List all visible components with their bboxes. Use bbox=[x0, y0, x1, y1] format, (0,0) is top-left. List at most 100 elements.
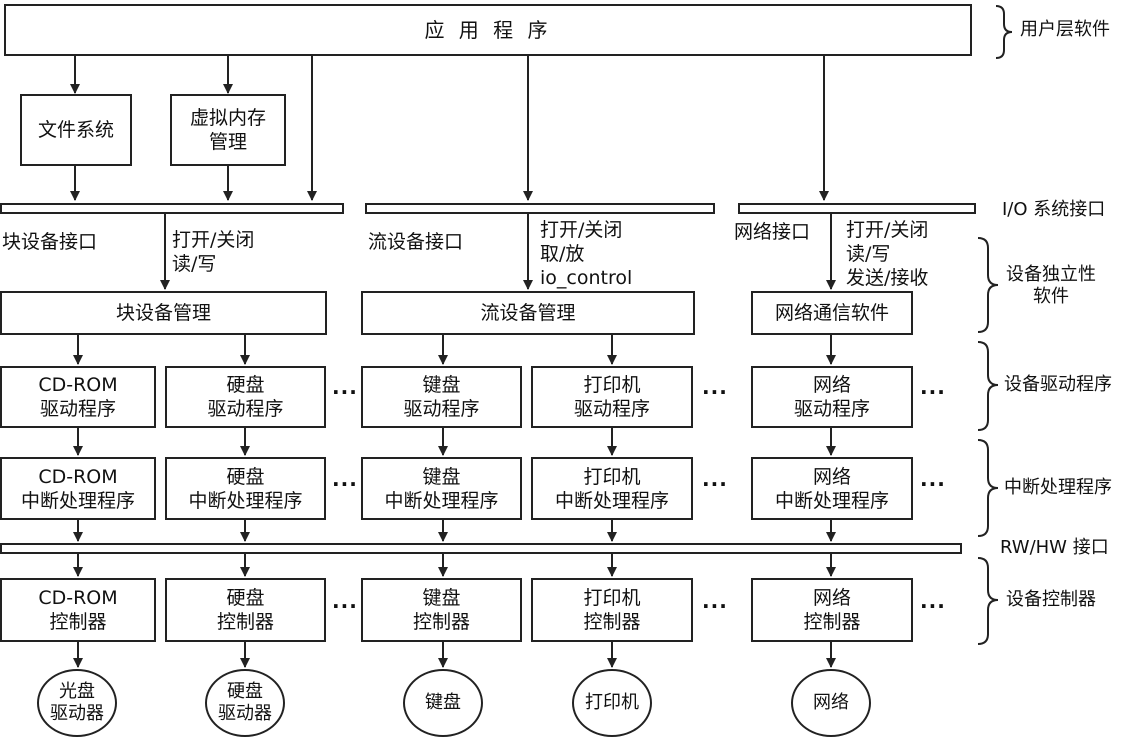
application-box: 应 用 程 序 bbox=[4, 4, 972, 56]
layer-io-system-interface: I/O 系统接口 bbox=[1002, 199, 1106, 220]
ellipsis-isr-2: ··· bbox=[702, 472, 728, 496]
layer-device-controller: 设备控制器 bbox=[1006, 589, 1096, 610]
stream-device-mgmt-label: 流设备管理 bbox=[480, 302, 576, 324]
device-optical-l2: 驱动器 bbox=[50, 703, 104, 724]
block-device-mgmt-label: 块设备管理 bbox=[115, 302, 211, 324]
brace-indep bbox=[977, 237, 999, 333]
isr-box-keyboard: 键盘 中断处理程序 bbox=[361, 457, 522, 520]
layer-device-independent: 设备独立性 软件 bbox=[1006, 264, 1096, 308]
isr-box-cdrom: CD-ROM 中断处理程序 bbox=[0, 457, 156, 520]
isr-cdrom-l1: CD-ROM bbox=[38, 465, 118, 488]
brace-ctrl bbox=[977, 557, 999, 645]
controller-box-keyboard: 键盘 控制器 bbox=[361, 578, 522, 642]
ellipsis-ctrl-3: ··· bbox=[920, 594, 946, 618]
stream-device-mgmt-box: 流设备管理 bbox=[361, 291, 695, 335]
controller-printer-l1: 打印机 bbox=[583, 587, 641, 609]
driver-hdd-l1: 硬盘 bbox=[226, 374, 265, 396]
stream-op-2: 取/放 bbox=[540, 243, 585, 265]
isr-keyboard-l2: 中断处理程序 bbox=[384, 489, 499, 512]
net-op-1: 打开/关闭 bbox=[846, 219, 929, 241]
device-hdd-l1: 硬盘 bbox=[227, 681, 263, 702]
file-system-box: 文件系统 bbox=[20, 94, 132, 166]
driver-printer-l1: 打印机 bbox=[583, 374, 641, 396]
device-keyboard-l1: 键盘 bbox=[425, 692, 461, 713]
ellipsis-driver-1: ··· bbox=[332, 380, 358, 404]
net-op-3: 发送/接收 bbox=[846, 267, 929, 289]
driver-cdrom-l1: CD-ROM bbox=[38, 374, 118, 396]
io-bar-net bbox=[738, 203, 976, 214]
isr-keyboard-l1: 键盘 bbox=[422, 465, 461, 488]
driver-network-l2: 驱动程序 bbox=[793, 398, 870, 420]
stream-op-1: 打开/关闭 bbox=[540, 219, 623, 241]
layer-indep-l2: 软件 bbox=[1033, 286, 1069, 307]
virtual-memory-box: 虚拟内存 管理 bbox=[170, 94, 286, 166]
isr-box-hdd: 硬盘 中断处理程序 bbox=[165, 457, 326, 520]
isr-box-printer: 打印机 中断处理程序 bbox=[531, 457, 693, 520]
isr-printer-l2: 中断处理程序 bbox=[554, 489, 669, 512]
controller-cdrom-l2: 控制器 bbox=[49, 611, 107, 633]
brace-isr bbox=[977, 439, 999, 537]
device-printer: 打印机 bbox=[572, 669, 652, 737]
isr-box-network: 网络 中断处理程序 bbox=[751, 457, 913, 520]
driver-box-cdrom: CD-ROM 驱动程序 bbox=[0, 366, 156, 428]
block-op-2: 读/写 bbox=[172, 253, 217, 275]
device-hdd-l2: 驱动器 bbox=[218, 703, 272, 724]
net-comm-software-box: 网络通信软件 bbox=[751, 291, 913, 335]
driver-hdd-l2: 驱动程序 bbox=[207, 398, 284, 420]
device-hard-drive: 硬盘 驱动器 bbox=[205, 669, 285, 737]
ellipsis-isr-3: ··· bbox=[920, 472, 946, 496]
controller-network-l2: 控制器 bbox=[803, 611, 861, 633]
device-printer-l1: 打印机 bbox=[585, 692, 639, 713]
layer-user-software: 用户层软件 bbox=[1020, 19, 1110, 40]
controller-box-hdd: 硬盘 控制器 bbox=[165, 578, 326, 642]
block-op-1: 打开/关闭 bbox=[172, 229, 255, 251]
controller-network-l1: 网络 bbox=[812, 587, 851, 609]
net-op-2: 读/写 bbox=[846, 243, 891, 265]
isr-network-l2: 中断处理程序 bbox=[774, 489, 889, 512]
isr-printer-l1: 打印机 bbox=[583, 465, 641, 488]
driver-network-l1: 网络 bbox=[812, 374, 851, 396]
controller-box-network: 网络 控制器 bbox=[751, 578, 913, 642]
controller-printer-l2: 控制器 bbox=[583, 611, 641, 633]
driver-printer-l2: 驱动程序 bbox=[573, 398, 650, 420]
device-network: 网络 bbox=[791, 669, 871, 737]
device-optical-drive: 光盘 驱动器 bbox=[37, 669, 117, 737]
driver-box-hdd: 硬盘 驱动程序 bbox=[165, 366, 326, 428]
block-interface-label: 块设备接口 bbox=[2, 231, 98, 253]
controller-keyboard-l2: 控制器 bbox=[412, 611, 470, 633]
controller-hdd-l2: 控制器 bbox=[216, 611, 274, 633]
ellipsis-isr-1: ··· bbox=[332, 472, 358, 496]
stream-interface-label: 流设备接口 bbox=[368, 231, 464, 253]
driver-box-network: 网络 驱动程序 bbox=[751, 366, 913, 428]
net-interface-label: 网络接口 bbox=[734, 221, 811, 243]
ellipsis-ctrl-2: ··· bbox=[702, 594, 728, 618]
controller-hdd-l1: 硬盘 bbox=[226, 587, 265, 609]
isr-hdd-l1: 硬盘 bbox=[226, 465, 265, 488]
driver-keyboard-l1: 键盘 bbox=[422, 374, 461, 396]
brace-user bbox=[995, 5, 1013, 59]
controller-cdrom-l1: CD-ROM bbox=[38, 587, 118, 609]
ellipsis-driver-3: ··· bbox=[920, 380, 946, 404]
isr-network-l1: 网络 bbox=[812, 465, 851, 488]
layer-interrupt-handler: 中断处理程序 bbox=[1004, 477, 1112, 498]
layer-rwhw-interface: RW/HW 接口 bbox=[1000, 537, 1109, 558]
brace-driver bbox=[977, 341, 999, 431]
rwhw-bar bbox=[0, 543, 962, 554]
device-network-l1: 网络 bbox=[813, 692, 849, 713]
io-bar-block bbox=[0, 203, 344, 214]
layer-device-driver: 设备驱动程序 bbox=[1004, 374, 1112, 395]
layer-indep-l1: 设备独立性 bbox=[1006, 264, 1096, 285]
net-comm-software-label: 网络通信软件 bbox=[774, 302, 889, 324]
net-ops: 打开/关闭 读/写 发送/接收 bbox=[846, 218, 928, 290]
stream-op-3: io_control bbox=[540, 267, 633, 289]
file-system-label: 文件系统 bbox=[37, 119, 114, 141]
device-keyboard: 键盘 bbox=[403, 669, 483, 737]
ellipsis-ctrl-1: ··· bbox=[332, 594, 358, 618]
stream-ops: 打开/关闭 取/放 io_control bbox=[540, 218, 632, 290]
virtual-memory-label-1: 虚拟内存 bbox=[189, 107, 266, 129]
driver-keyboard-l2: 驱动程序 bbox=[403, 398, 480, 420]
controller-keyboard-l1: 键盘 bbox=[422, 587, 461, 609]
controller-box-cdrom: CD-ROM 控制器 bbox=[0, 578, 156, 642]
device-optical-l1: 光盘 bbox=[59, 681, 95, 702]
isr-hdd-l2: 中断处理程序 bbox=[188, 489, 303, 512]
